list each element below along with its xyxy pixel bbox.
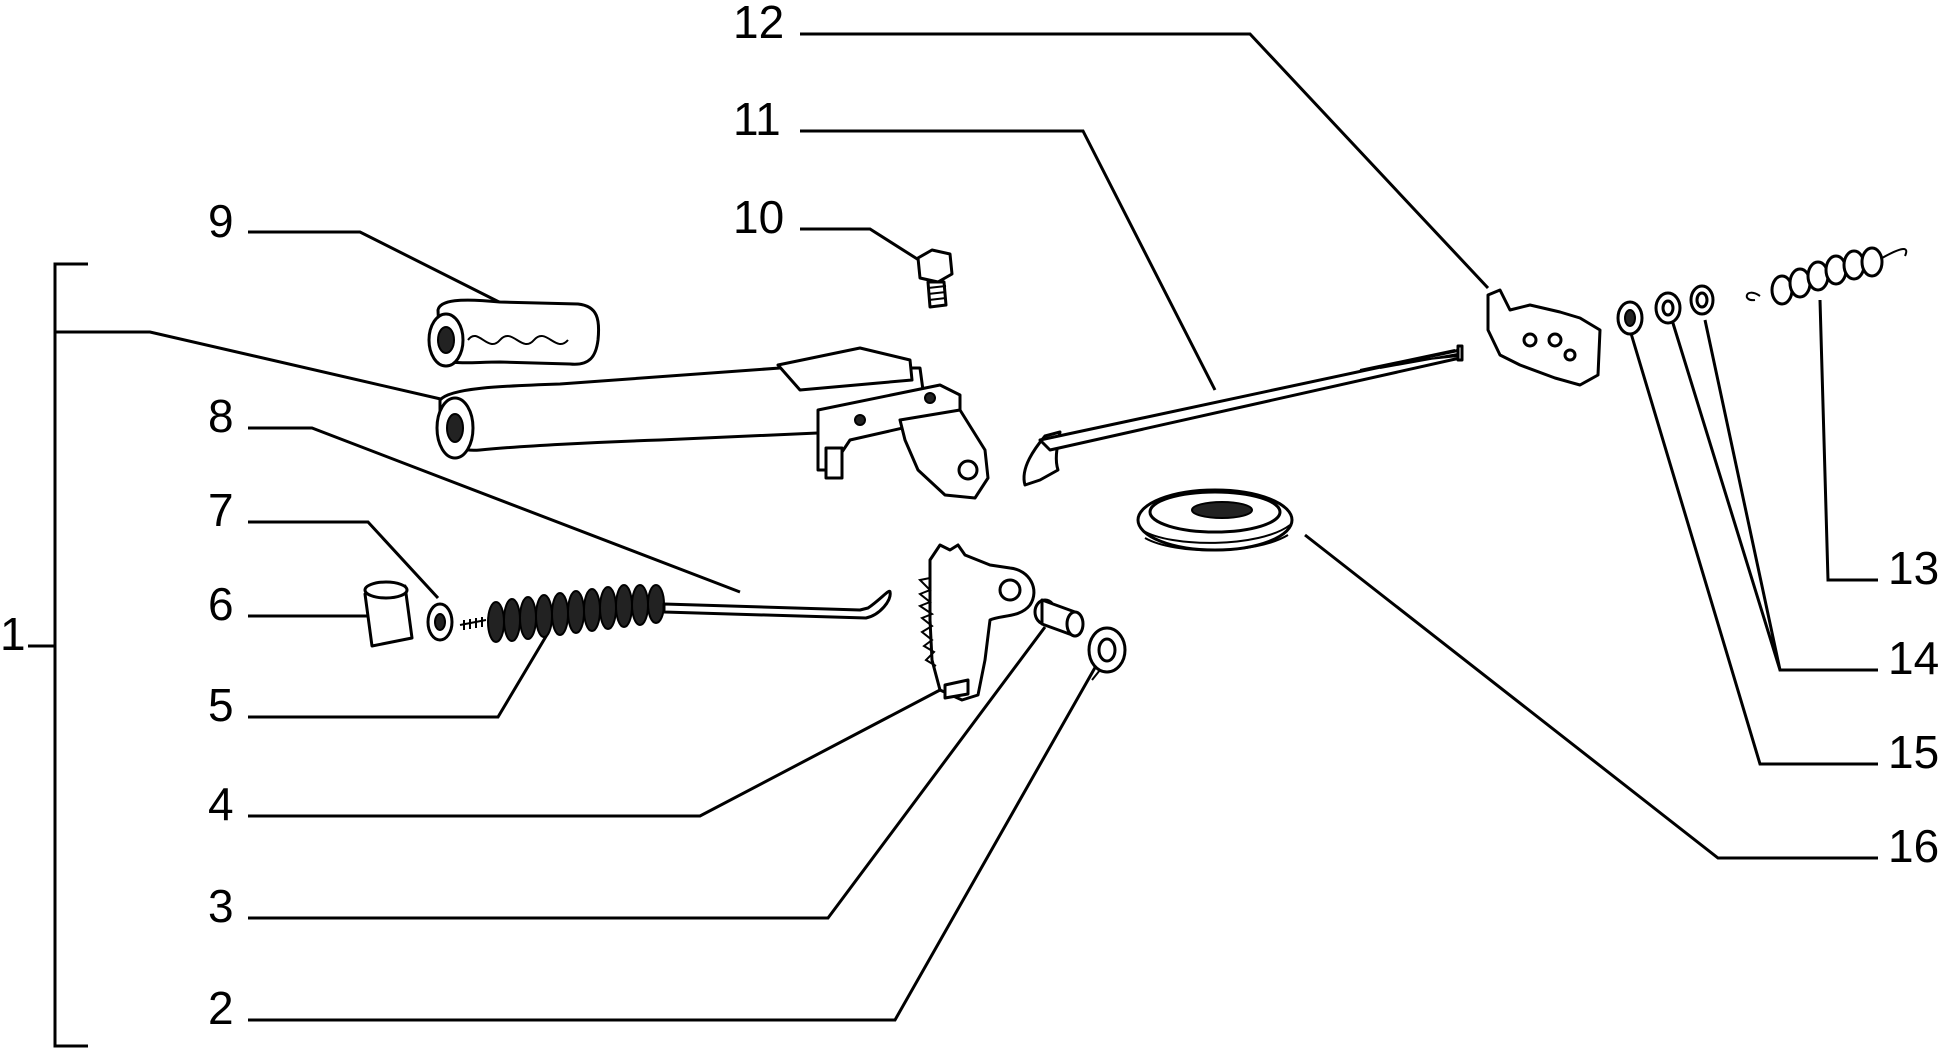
release-spring [459,584,665,643]
leader-9 [248,230,506,307]
label-13: 13 [1888,542,1939,594]
label-7: 7 [208,484,234,536]
label-15: 15 [1888,726,1939,778]
leader-14 [1670,319,1878,672]
circlip [1087,626,1127,681]
leader-2 [248,649,1107,1022]
leader-1 [55,330,446,402]
label-8: 8 [208,390,234,442]
label-12: 12 [733,0,784,48]
label-14: 14 [1888,632,1939,684]
bracket-1 [28,262,88,1048]
bolt [916,248,954,309]
leader-16 [1304,533,1878,860]
leader-5 [248,632,550,719]
washer-14a [1654,291,1682,325]
washer-14b [1689,284,1715,316]
label-2: 2 [208,982,234,1034]
small-washer [426,602,454,642]
end-cap [363,580,414,648]
rubber-gaiter [1136,488,1294,552]
leader-8 [248,426,741,594]
label-3: 3 [208,880,234,932]
label-1: 1 [0,608,26,660]
label-10: 10 [733,191,784,243]
leader-11 [800,129,1217,391]
leader-7 [248,520,440,600]
ratchet-bracket [1486,288,1602,387]
washer-15 [1616,300,1644,336]
ratchet-segment [917,543,1036,702]
label-11: 11 [733,93,781,145]
leader-12 [800,32,1490,290]
leader-4 [248,688,941,818]
leader-13 [1818,299,1878,582]
leader-15 [1628,329,1878,766]
label-16: 16 [1888,820,1939,872]
pivot-pin [1033,598,1085,638]
label-6: 6 [208,578,234,630]
label-9: 9 [208,195,234,247]
label-4: 4 [208,778,234,830]
hand-brake-lever [435,346,990,500]
leader-10 [800,227,923,264]
return-spring [1745,246,1908,306]
release-rod [662,589,892,620]
brake-rod [1022,344,1464,487]
handle-grip [427,298,601,368]
leader-3 [248,626,1047,920]
label-5: 5 [208,679,234,731]
